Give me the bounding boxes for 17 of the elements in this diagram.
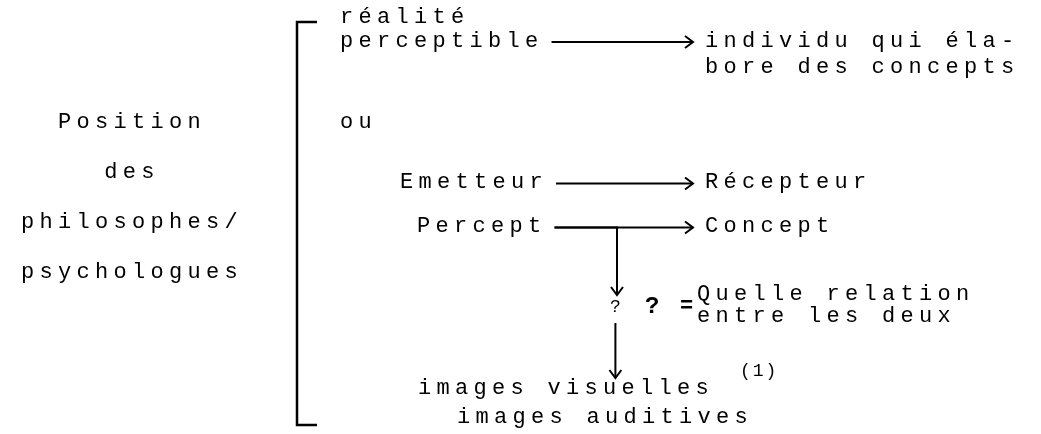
note-text: Quelle relation entre les deux [697, 284, 976, 328]
side-heading: Position des philosophes/ psychologues [20, 109, 244, 287]
node-text: ? [610, 294, 621, 320]
node-text: Percept [417, 214, 547, 240]
question-mark: ? [645, 294, 660, 320]
node-text: individu qui éla- bore des concepts [705, 29, 1030, 81]
equals-sign: = [680, 294, 694, 320]
arrow [608, 322, 623, 379]
arrow [550, 35, 694, 49]
node-text: Emetteur [400, 170, 549, 196]
conjunction-text: ou [340, 110, 377, 136]
footnote-mark: (1) [740, 360, 779, 383]
node-text: Concept [705, 214, 835, 240]
node-text: réalité perceptible [340, 6, 560, 54]
node-text: Récepteur [705, 170, 872, 196]
arrow [555, 176, 694, 191]
arrow [553, 226, 624, 296]
